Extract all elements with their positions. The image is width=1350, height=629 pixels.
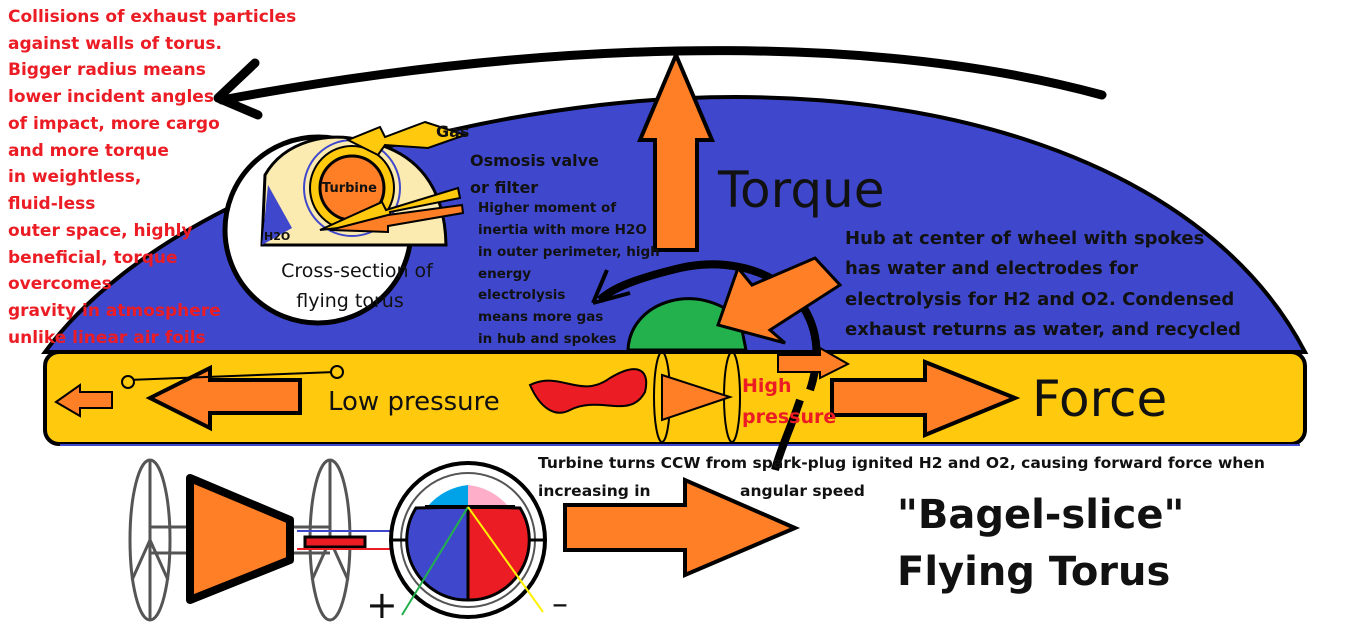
exhaust-flame — [528, 368, 648, 414]
note-line: in outer perimeter, high — [478, 244, 660, 260]
note-line: in weightless, — [8, 167, 141, 187]
note-line: electrolysis for H2 and O2. Condensed — [845, 289, 1234, 310]
title-line2: Flying Torus — [897, 549, 1170, 595]
hub-note: Hub at center of wheel with spokes has w… — [845, 228, 1241, 340]
plus-sign: + — [366, 583, 398, 627]
note-line: beneficial, torque — [8, 248, 178, 268]
note-line: of impact, more cargo — [8, 114, 220, 134]
cross-section-caption: Cross-section of — [281, 260, 434, 282]
note-line: lower incident angles — [8, 87, 214, 107]
bottom-force-arrow — [563, 476, 801, 579]
note-line: fluid-less — [8, 194, 95, 214]
note-line: and more torque — [8, 141, 169, 161]
minus-sign: – — [552, 584, 568, 622]
rotation-arrow-head — [213, 58, 263, 120]
turbine-label: Turbine — [322, 181, 377, 196]
note-line: exhaust returns as water, and recycled — [845, 319, 1241, 340]
force-label: Force — [1032, 370, 1167, 428]
note-line: has water and electrodes for — [845, 258, 1138, 279]
note-line: Hub at center of wheel with spokes — [845, 228, 1204, 249]
exhaust-arrow — [54, 383, 113, 418]
turbine-note: angular speed — [740, 482, 865, 500]
note-line: electrolysis — [478, 287, 565, 303]
high-pressure-label: pressure — [742, 406, 836, 428]
cross-section-caption: flying torus — [296, 290, 403, 312]
torque-label: Torque — [717, 161, 885, 219]
note-line: Higher moment of — [478, 200, 616, 216]
osmosis-label: Osmosis valve — [470, 151, 599, 170]
note-line: against walls of torus. — [8, 34, 222, 54]
rotation-arrow — [217, 46, 1107, 105]
small-forward-arrow — [777, 346, 851, 380]
h2o-label: H2O — [264, 230, 290, 243]
inertia-note: Higher moment of inertia with more H2O i… — [478, 200, 660, 347]
high-pressure-label: High — [742, 375, 792, 397]
gas-label: Gas — [436, 122, 469, 141]
note-line: unlike linear air foils — [8, 328, 206, 348]
force-arrow — [830, 359, 1021, 438]
cross-section-diagram — [222, 120, 469, 326]
note-line: inertia with more H2O — [478, 222, 647, 238]
hub-rotation-arrow — [597, 260, 821, 392]
note-line: overcomes — [8, 274, 112, 294]
title-line1: "Bagel-slice" — [897, 492, 1184, 538]
hub-pointer-arrow — [716, 256, 843, 345]
low-pressure-label: Low pressure — [328, 387, 500, 417]
note-line: means more gas — [478, 309, 603, 325]
torque-arrow — [636, 49, 716, 252]
turbine-note: increasing in — [538, 482, 651, 500]
note-line: Bigger radius means — [8, 60, 206, 80]
left-note: Collisions of exhaust particles against … — [8, 7, 296, 348]
osmosis-label: or filter — [470, 178, 538, 197]
note-line: Collisions of exhaust particles — [8, 7, 296, 27]
note-line: outer space, highly — [8, 221, 193, 241]
low-pressure-arrow — [145, 364, 302, 432]
note-line: gravity in atmosphere — [8, 301, 221, 321]
electrolysis-cell — [391, 485, 545, 616]
turbine-note: Turbine turns CCW from spark-plug ignite… — [538, 454, 1265, 472]
note-line: energy — [478, 266, 531, 282]
note-line: in hub and spokes — [478, 331, 616, 347]
